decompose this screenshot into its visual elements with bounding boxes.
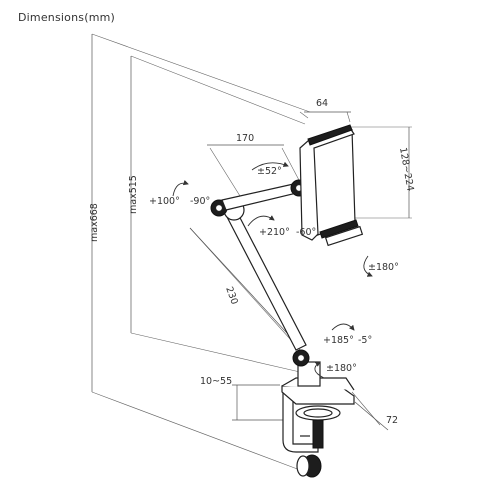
arm-height-label: max515 <box>128 175 139 214</box>
extension-lines <box>91 33 412 471</box>
base-depth-label: 72 <box>386 415 398 426</box>
holder-spin-label: ±180° <box>368 262 399 273</box>
base-tilt-arc <box>331 323 355 331</box>
rotation-labels: ±52° +100° -90° +210° -60° ±180° +185° -… <box>149 166 399 374</box>
desk-clamp <box>282 390 319 453</box>
base-depth-dim-line <box>354 401 389 431</box>
base-swivel-arc <box>314 361 325 379</box>
mid-joint-right-label: -60° <box>296 227 316 238</box>
overall-height-label: max668 <box>89 203 100 242</box>
page-title: Dimensions(mm) <box>18 11 116 24</box>
holder-tilt-arc <box>251 161 289 171</box>
lower-arm-dim-line <box>189 227 299 346</box>
holder-tilt-label: ±52° <box>257 166 282 177</box>
holder-range-label: 128~224 <box>397 147 416 192</box>
elbow-arc <box>172 180 189 197</box>
upper-arm <box>221 182 302 211</box>
base-tilt-right-label: -5° <box>358 335 372 346</box>
clamp-range-label: 10~55 <box>200 376 232 387</box>
holder-spin-arc <box>363 255 373 277</box>
stand-structure <box>210 124 364 478</box>
holder-bottom-clip <box>319 219 359 239</box>
clamp-screw <box>312 419 324 449</box>
base-swivel-label: ±180° <box>326 363 357 374</box>
holder-top-clip <box>307 124 353 146</box>
holder-depth-label: 64 <box>316 98 328 109</box>
lower-arm-label: 230 <box>223 285 240 306</box>
mid-joint-left-label: +210° <box>259 227 290 238</box>
elbow-right-label: -90° <box>190 196 210 207</box>
elbow-left-label: +100° <box>149 196 180 207</box>
upper-arm-label: 170 <box>236 133 254 144</box>
dimension-lines <box>91 34 410 431</box>
mid-joint-arc <box>247 215 275 227</box>
base-tilt-left-label: +185° <box>323 335 354 346</box>
rotation-arcs <box>172 161 373 379</box>
